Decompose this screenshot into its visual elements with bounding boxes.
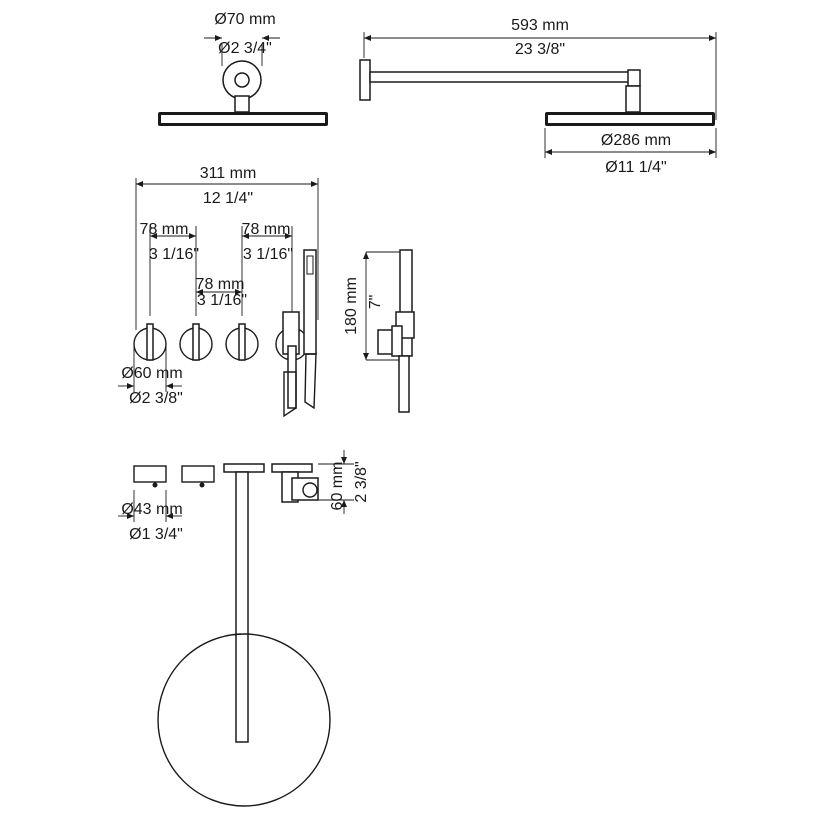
spacing-2-in: 3 1/16": [243, 246, 293, 263]
shower-head-front-view: Ø70 mm Ø2 3/4": [158, 11, 328, 126]
plan-diameter-mm: Ø43 mm: [121, 501, 182, 518]
arm-length-mm: 593 mm: [511, 17, 569, 34]
valves-total-in: 12 1/4": [203, 190, 253, 207]
hand-shower-side-view: 180 mm 7": [343, 249, 415, 413]
spacing-3-mm: 78 mm: [196, 276, 245, 293]
plan-diameter-in: Ø1 3/4": [129, 526, 183, 543]
plan-depth-in: 2 3/8": [353, 461, 370, 502]
knob-diameter-in: Ø2 3/8": [129, 390, 183, 407]
head-diameter-in: Ø2 3/4": [218, 40, 272, 57]
spacing-1-mm: 78 mm: [140, 221, 189, 238]
spacing-1-in: 3 1/16": [149, 246, 199, 263]
shower-arm-side-view: 593 mm 23 3/8" Ø286 mm Ø11 1/4": [359, 17, 717, 176]
side-height-in: 7": [367, 295, 384, 310]
knob-diameter-mm: Ø60 mm: [121, 365, 182, 382]
valves-front-view: 311 mm 12 1/4" 78 mm 3 1/16" 78 mm 3 1/1…: [118, 165, 319, 418]
rain-head-diameter-mm: Ø286 mm: [601, 132, 671, 149]
side-height-mm: 180 mm: [343, 277, 360, 335]
plan-depth-mm: 60 mm: [329, 462, 346, 511]
rain-head-diameter-in: Ø11 1/4": [605, 159, 666, 176]
head-diameter-mm: Ø70 mm: [214, 11, 275, 28]
valves-total-mm: 311 mm: [200, 165, 257, 182]
spacing-2-mm: 78 mm: [242, 221, 291, 238]
arm-length-in: 23 3/8": [515, 41, 565, 58]
spacing-3-in: 3 1/16": [197, 292, 247, 309]
plan-view: Ø43 mm Ø1 3/4" 60 mm 2 3/8": [118, 450, 370, 807]
